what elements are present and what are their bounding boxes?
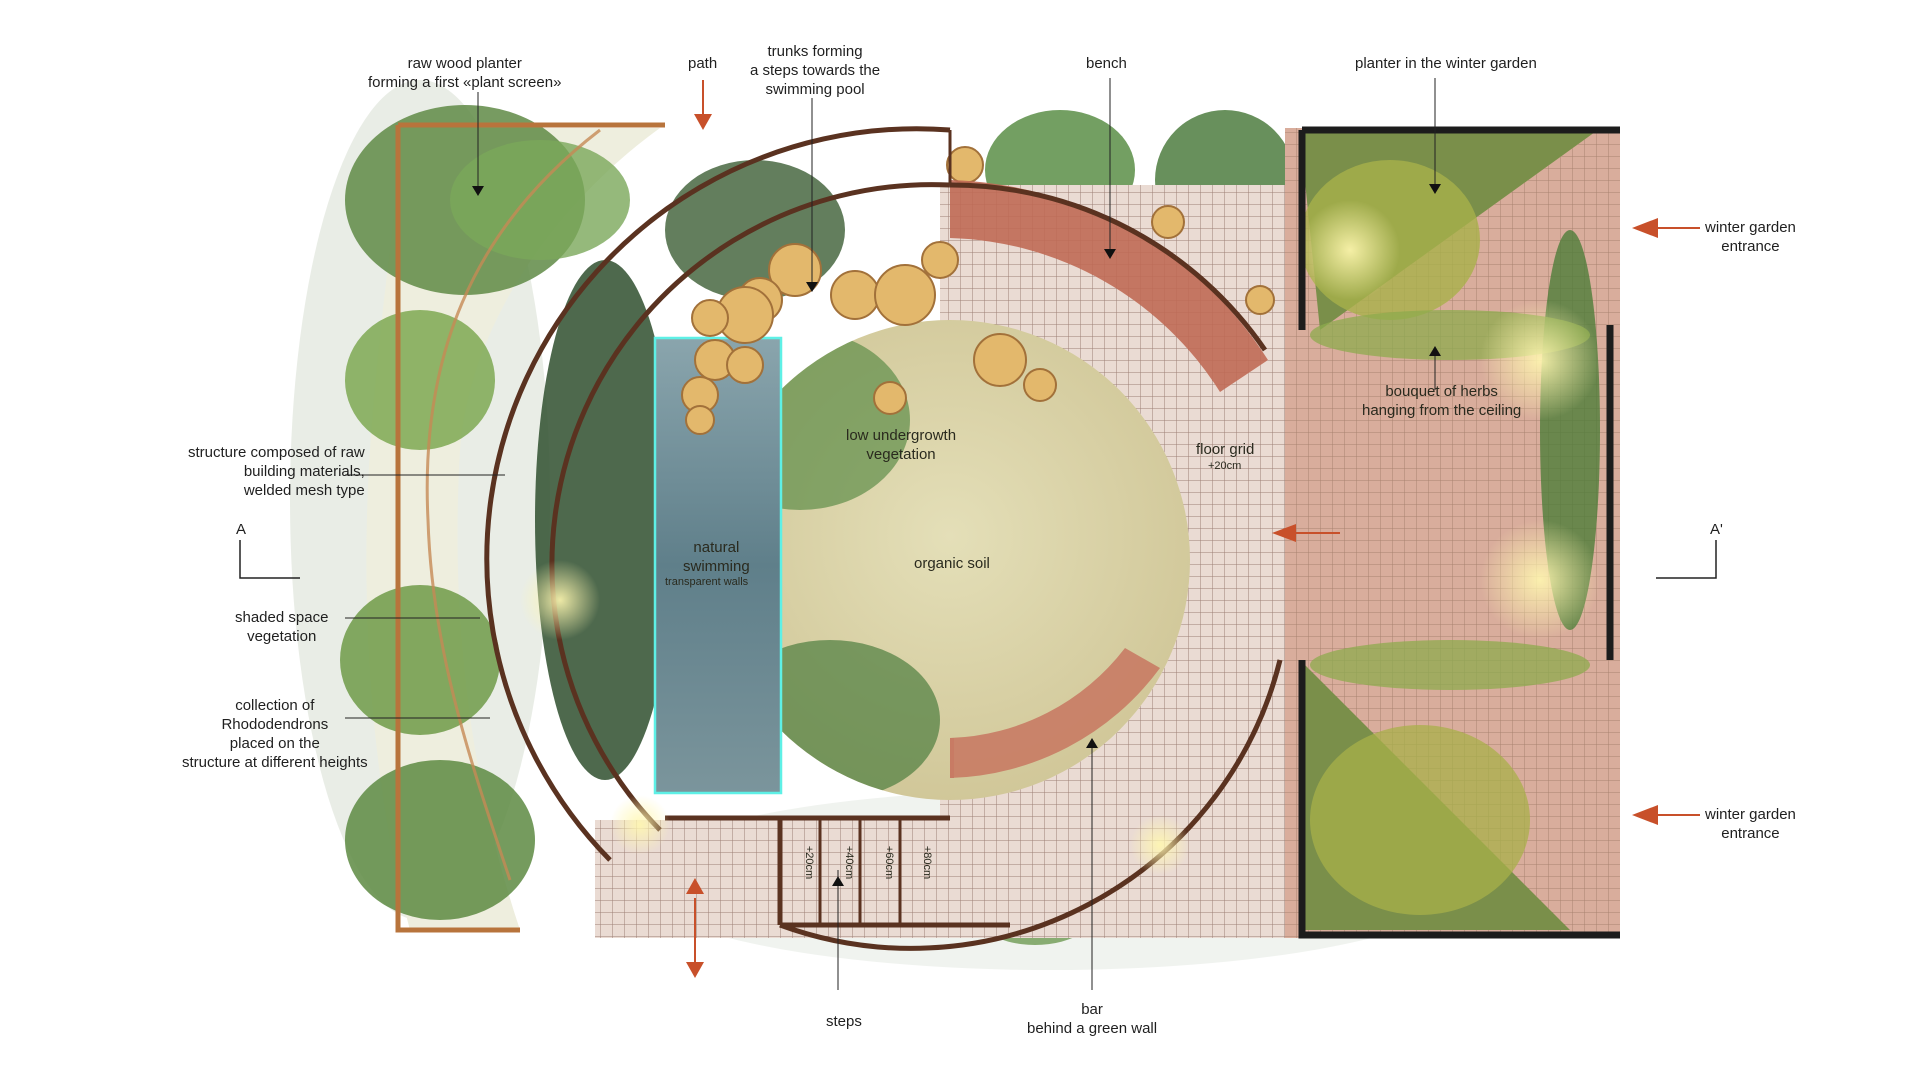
section-mark-a xyxy=(239,540,300,579)
label-path: path xyxy=(688,55,718,72)
label-section-a-prime: A' xyxy=(1710,521,1723,538)
label-raw-wood-planter: raw wood planter forming a first «plant … xyxy=(368,55,562,91)
label-bench: bench xyxy=(1086,55,1127,72)
label-planter-winter-garden: planter in the winter garden xyxy=(1355,55,1537,72)
label-section-a: A xyxy=(236,521,247,538)
step-height-3: +60cm xyxy=(883,845,896,880)
light-glows xyxy=(520,560,1190,875)
label-transparent-walls: transparent walls xyxy=(665,576,749,588)
mesh-structure xyxy=(484,126,1283,951)
label-bouquet-herbs: bouquet of herbs hanging from the ceilin… xyxy=(1362,383,1522,419)
raw-wood-planter xyxy=(395,122,665,933)
bench-top xyxy=(950,180,1268,392)
label-low-undergrowth: low undergrowth vegetation xyxy=(846,427,957,463)
label-floor-grid: floor grid xyxy=(1196,441,1255,458)
label-bar: bar behind a green wall xyxy=(1027,1001,1158,1037)
leader-arrowheads xyxy=(472,184,1441,886)
section-mark-a-prime xyxy=(1656,540,1717,579)
label-structure-raw: structure composed of raw building mater… xyxy=(188,444,365,499)
label-trunks: trunks forming a steps towards the swimm… xyxy=(750,43,881,98)
step-dividers xyxy=(818,818,902,925)
label-winter-entrance-bottom: winter garden entrance xyxy=(1705,806,1796,842)
winter-garden-walls xyxy=(1298,126,1620,939)
label-organic-soil: organic soil xyxy=(914,555,990,572)
label-steps: steps xyxy=(826,1013,862,1030)
step-height-4: +80cm xyxy=(921,845,934,880)
step-height-2: +40cm xyxy=(843,845,856,880)
entrance-arrows xyxy=(686,80,1700,978)
leader-lines xyxy=(345,78,1436,990)
label-floor-grid-height: +20cm xyxy=(1208,460,1242,472)
label-winter-entrance-top: winter garden entrance xyxy=(1705,219,1796,255)
swimming-pool xyxy=(653,336,783,795)
label-shaded-space: shaded space vegetation xyxy=(235,609,329,645)
label-rhododendrons: collection of Rhododendrons placed on th… xyxy=(182,697,368,771)
winter-garden-plantings xyxy=(1300,132,1600,930)
bar-bottom xyxy=(950,648,1160,778)
step-height-1: +20cm xyxy=(803,845,816,880)
label-natural-swimming: natural swimming xyxy=(683,539,750,575)
trunk-steps xyxy=(681,146,1275,435)
planter-curve xyxy=(425,128,601,881)
